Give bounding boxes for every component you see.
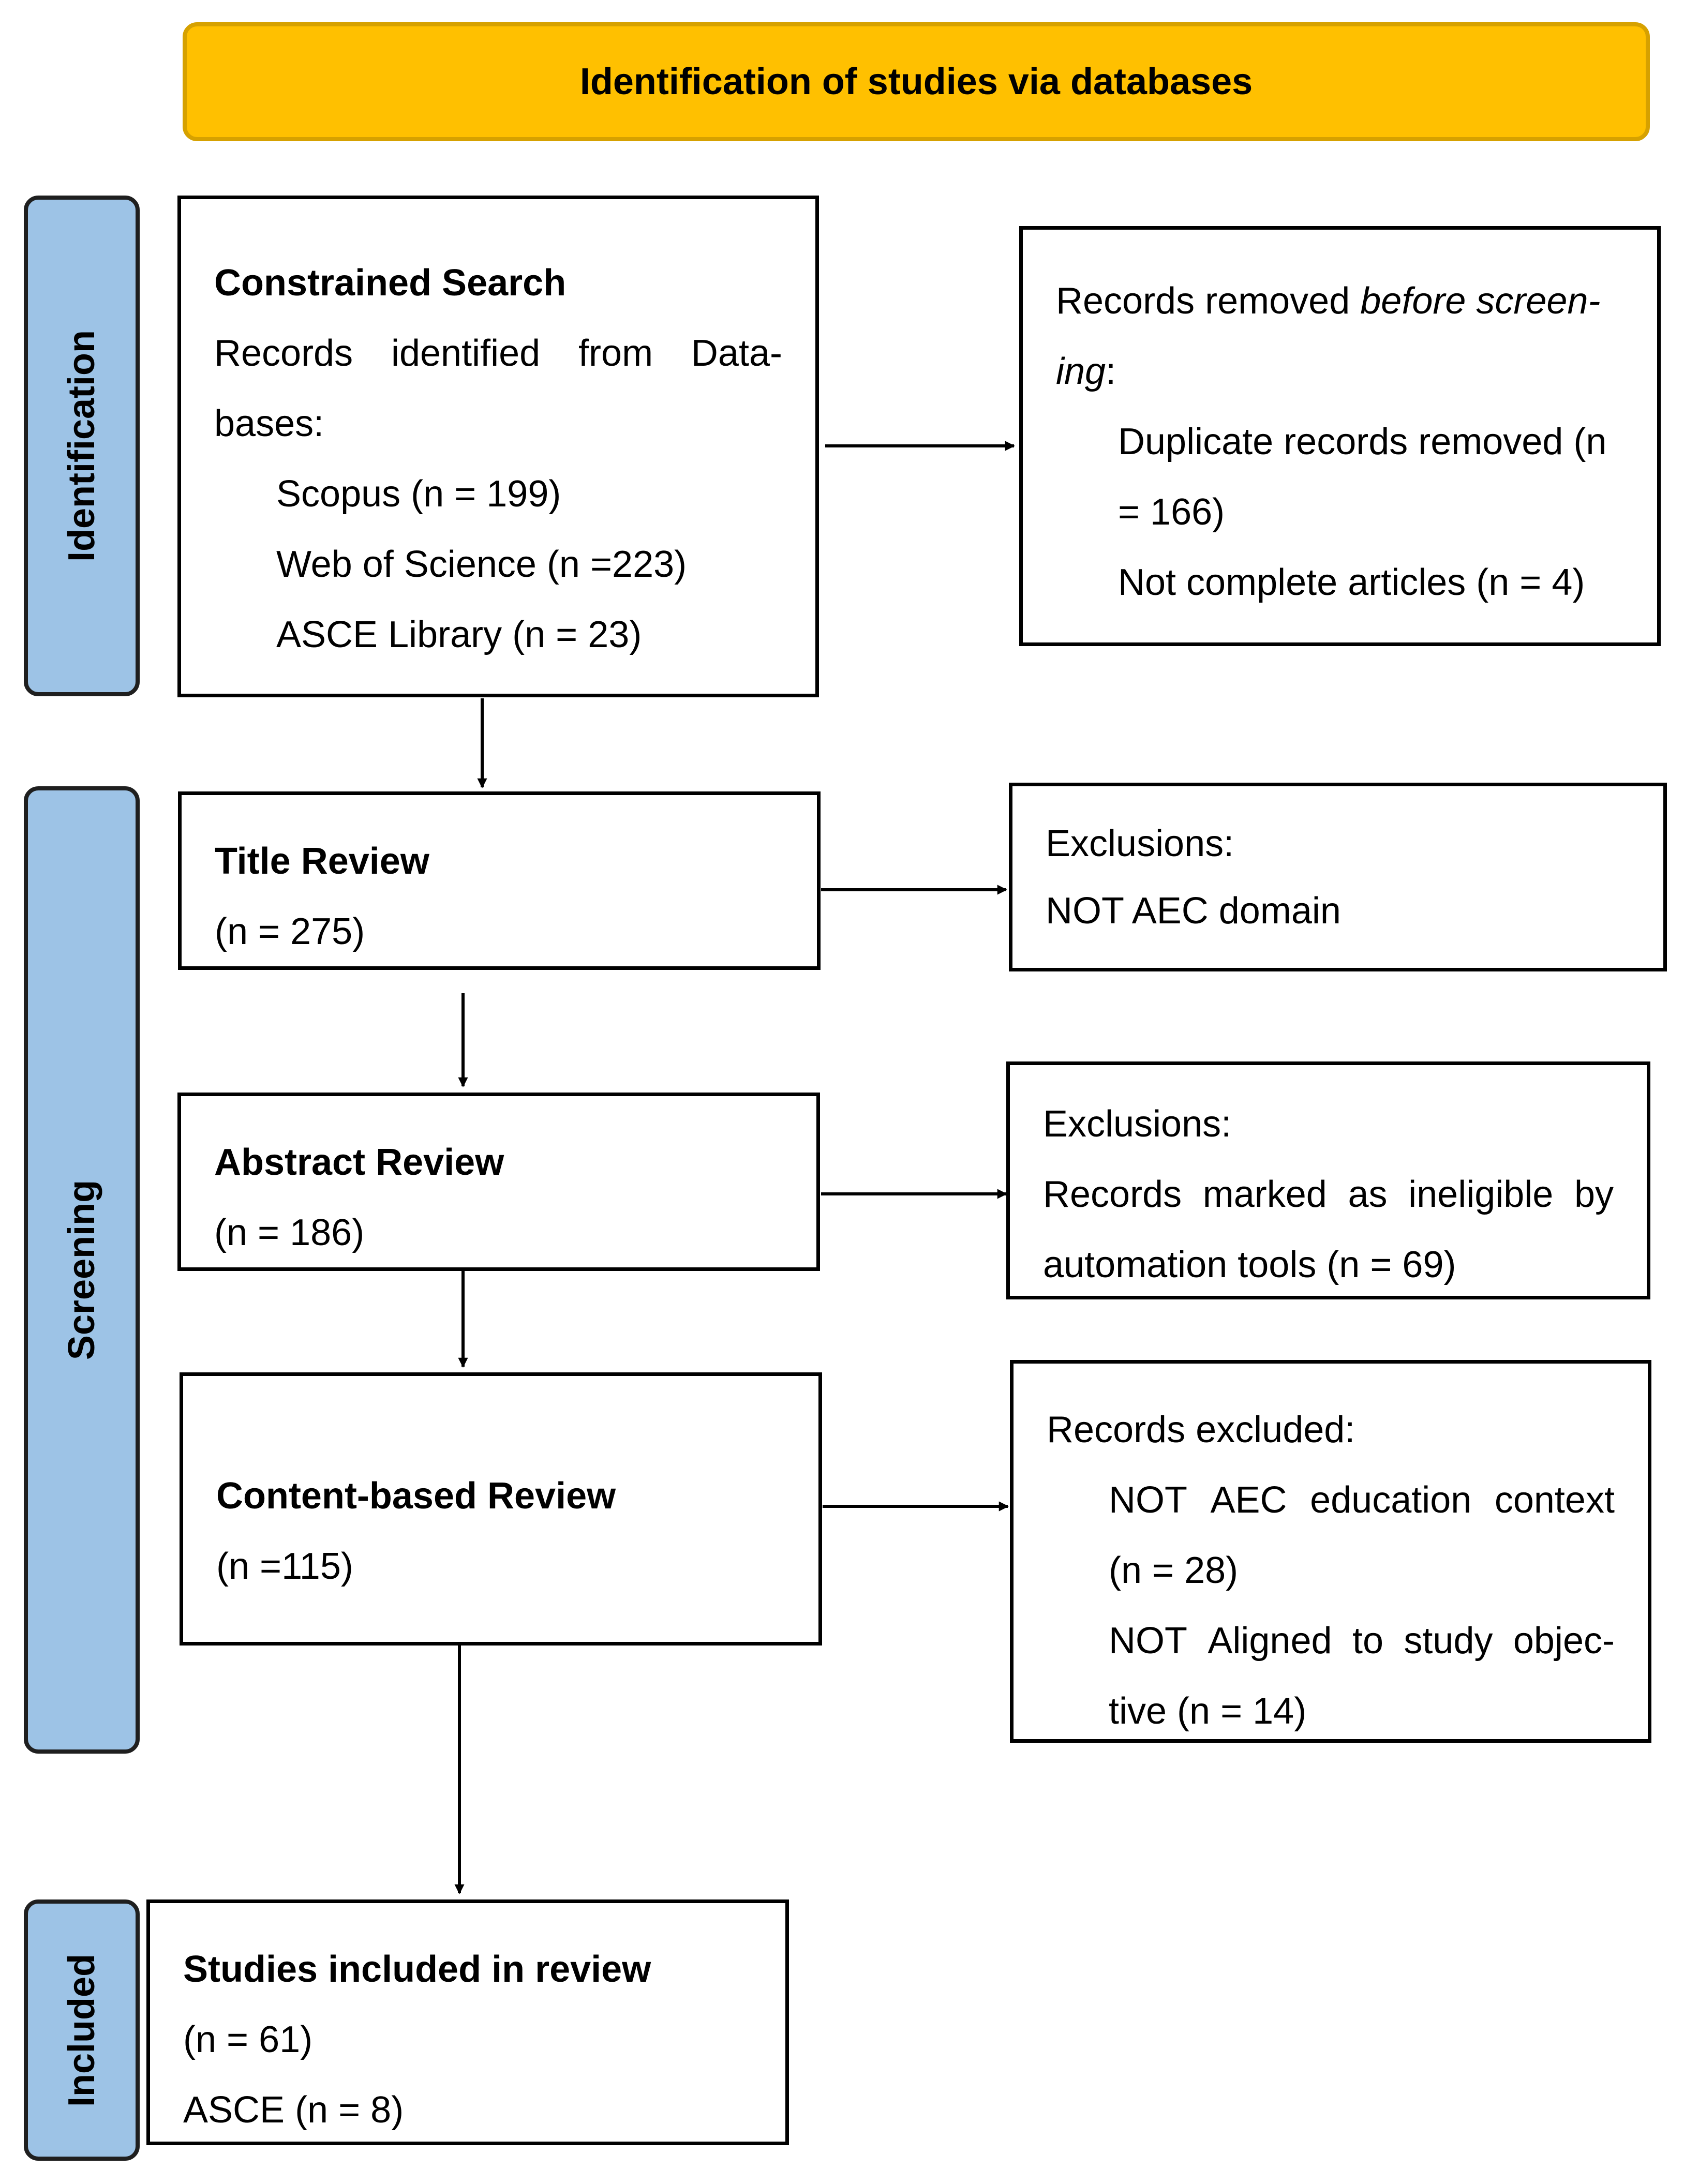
records-removed-box: Records removed before screen- ing: Dupl… xyxy=(1019,226,1661,646)
records-identified-line2: bases: xyxy=(214,403,324,444)
records-identified-w2: identified xyxy=(391,333,541,374)
title-review-count: (n = 275) xyxy=(215,911,365,952)
duplicates-removed-line2: = 166) xyxy=(1118,491,1225,533)
content-review-box: Content-based Review (n =115) xyxy=(180,1372,822,1646)
stage-identification: Identification xyxy=(24,196,140,696)
content-exclusions-item2-line2: tive (n = 14) xyxy=(1109,1691,1307,1732)
content-exclusions-item1-line1: NOT AEC education context xyxy=(1109,1479,1615,1521)
content-exclusions-header: Records excluded: xyxy=(1047,1409,1355,1450)
source-asce-library: ASCE Library (n = 23) xyxy=(276,614,642,655)
identification-banner: Identification of studies via databases xyxy=(183,22,1650,141)
source-web-of-science: Web of Science (n =223) xyxy=(276,544,687,585)
duplicates-removed-line1: Duplicate records removed (n xyxy=(1118,421,1607,462)
content-exclusions-box: Records excluded: NOT AEC education cont… xyxy=(1010,1360,1651,1743)
constrained-search-box: Constrained Search Records identified fr… xyxy=(177,196,819,697)
stage-included-label: Included xyxy=(61,1953,102,2107)
abstract-exclusions-box: Exclusions: Records marked as ineligible… xyxy=(1006,1061,1650,1299)
source-scopus: Scopus (n = 199) xyxy=(276,473,561,515)
incomplete-articles: Not complete articles (n = 4) xyxy=(1118,562,1585,603)
content-exclusions-item2-line1: NOT Aligned to study objec- xyxy=(1109,1620,1615,1662)
abstract-review-box: Abstract Review (n = 186) xyxy=(177,1093,820,1271)
constrained-search-title: Constrained Search xyxy=(214,262,567,304)
studies-included-count: (n = 61) xyxy=(183,2019,313,2060)
content-exclusions-item1-line2: (n = 28) xyxy=(1109,1550,1239,1591)
stage-included: Included xyxy=(24,1899,140,2161)
title-exclusions-header: Exclusions: xyxy=(1046,823,1234,864)
records-identified-w4: Data- xyxy=(691,333,782,374)
title-exclusions-box: Exclusions: NOT AEC domain xyxy=(1009,783,1667,971)
content-review-title: Content-based Review xyxy=(216,1475,616,1517)
records-removed-line2: ing: xyxy=(1056,351,1116,392)
studies-included-asce: ASCE (n = 8) xyxy=(183,2089,404,2131)
studies-included-title: Studies included in review xyxy=(183,1949,651,1990)
records-identified-w1: Records xyxy=(214,333,353,374)
stage-screening-label: Screening xyxy=(61,1179,102,1360)
title-review-box: Title Review (n = 275) xyxy=(178,791,821,970)
abstract-exclusions-header: Exclusions: xyxy=(1043,1103,1232,1145)
records-identified-w3: from xyxy=(578,333,653,374)
abstract-exclusions-line1: Records marked as ineligible by xyxy=(1043,1174,1614,1215)
records-identified-line: Records identified from Data- xyxy=(214,318,782,388)
title-exclusions-item: NOT AEC domain xyxy=(1046,890,1341,932)
stage-screening: Screening xyxy=(24,786,140,1754)
records-removed-line1: Records removed before screen- xyxy=(1056,280,1601,322)
studies-included-box: Studies included in review (n = 61) ASCE… xyxy=(146,1899,789,2145)
abstract-exclusions-line2: automation tools (n = 69) xyxy=(1043,1244,1456,1285)
stage-identification-label: Identification xyxy=(61,330,102,562)
abstract-review-count: (n = 186) xyxy=(214,1212,365,1253)
content-review-count: (n =115) xyxy=(216,1546,353,1587)
banner-label: Identification of studies via databases xyxy=(579,61,1253,102)
abstract-review-title: Abstract Review xyxy=(214,1142,504,1183)
title-review-title: Title Review xyxy=(215,841,429,882)
